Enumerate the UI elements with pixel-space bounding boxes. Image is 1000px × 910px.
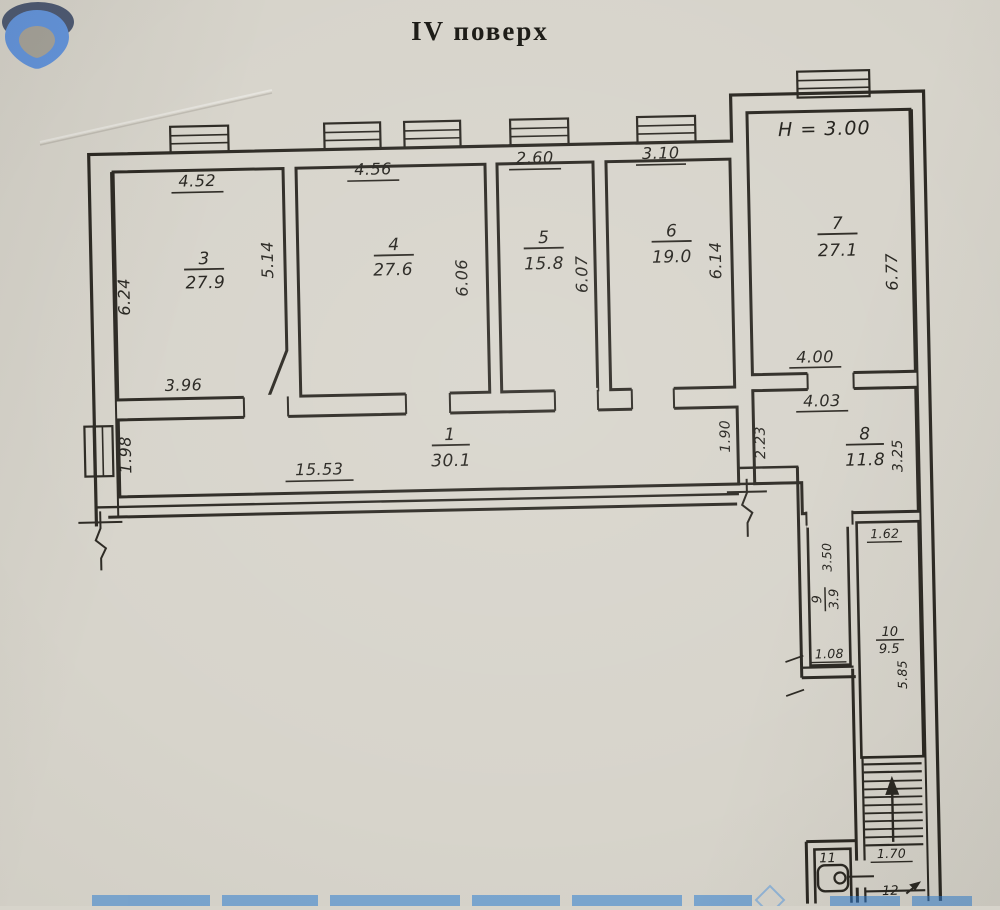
svg-text:1.08: 1.08 bbox=[815, 646, 844, 662]
svg-text:4.03: 4.03 bbox=[803, 391, 841, 411]
svg-text:3.25: 3.25 bbox=[890, 439, 907, 472]
svg-text:1: 1 bbox=[444, 425, 455, 445]
svg-text:27.6: 27.6 bbox=[373, 260, 413, 281]
svg-text:6.77: 6.77 bbox=[882, 252, 902, 290]
door-room4 bbox=[406, 391, 450, 416]
door-room5 bbox=[555, 388, 598, 413]
svg-text:11.8: 11.8 bbox=[845, 450, 885, 471]
door-room3 bbox=[244, 394, 288, 419]
svg-text:1.90: 1.90 bbox=[717, 420, 734, 453]
svg-text:19.0: 19.0 bbox=[652, 247, 692, 268]
svg-text:4: 4 bbox=[388, 235, 399, 255]
room-11-label: 11 bbox=[819, 851, 836, 866]
svg-text:3.9: 3.9 bbox=[827, 589, 842, 610]
svg-text:6.06: 6.06 bbox=[452, 259, 472, 297]
svg-text:8: 8 bbox=[859, 424, 870, 444]
svg-text:6.24: 6.24 bbox=[114, 278, 134, 316]
svg-text:3.96: 3.96 bbox=[165, 375, 203, 395]
svg-text:4.52: 4.52 bbox=[178, 171, 216, 191]
svg-text:6: 6 bbox=[666, 221, 677, 241]
svg-text:4.00: 4.00 bbox=[796, 347, 834, 367]
svg-text:5.85: 5.85 bbox=[894, 660, 910, 689]
svg-text:30.1: 30.1 bbox=[431, 451, 471, 472]
svg-text:5: 5 bbox=[538, 228, 549, 248]
svg-text:9.5: 9.5 bbox=[879, 642, 900, 657]
svg-text:2.60: 2.60 bbox=[516, 148, 554, 168]
svg-text:27.9: 27.9 bbox=[185, 273, 225, 294]
svg-text:7: 7 bbox=[832, 214, 843, 234]
svg-text:3.10: 3.10 bbox=[642, 143, 680, 163]
svg-text:3.50: 3.50 bbox=[819, 542, 835, 571]
svg-text:15.53: 15.53 bbox=[295, 459, 344, 479]
svg-text:6.14: 6.14 bbox=[706, 241, 726, 279]
svg-text:6.07: 6.07 bbox=[572, 255, 592, 293]
svg-text:15.8: 15.8 bbox=[524, 254, 564, 275]
svg-text:1.98: 1.98 bbox=[116, 436, 136, 474]
svg-text:4.56: 4.56 bbox=[354, 159, 392, 179]
svg-text:2.23: 2.23 bbox=[753, 426, 770, 459]
door-room7-room8 bbox=[807, 371, 853, 392]
svg-text:10: 10 bbox=[881, 625, 898, 640]
height-note: H = 3.00 bbox=[778, 117, 871, 141]
door-room8-lower bbox=[806, 509, 852, 528]
svg-text:1.70: 1.70 bbox=[877, 846, 906, 862]
svg-text:5.14: 5.14 bbox=[258, 241, 278, 279]
svg-text:3: 3 bbox=[198, 249, 209, 269]
svg-text:1.62: 1.62 bbox=[870, 526, 899, 542]
svg-text:9: 9 bbox=[810, 595, 825, 604]
page-title: IV поверх bbox=[411, 16, 549, 46]
door-room6 bbox=[632, 386, 674, 411]
svg-text:27.1: 27.1 bbox=[818, 240, 858, 261]
